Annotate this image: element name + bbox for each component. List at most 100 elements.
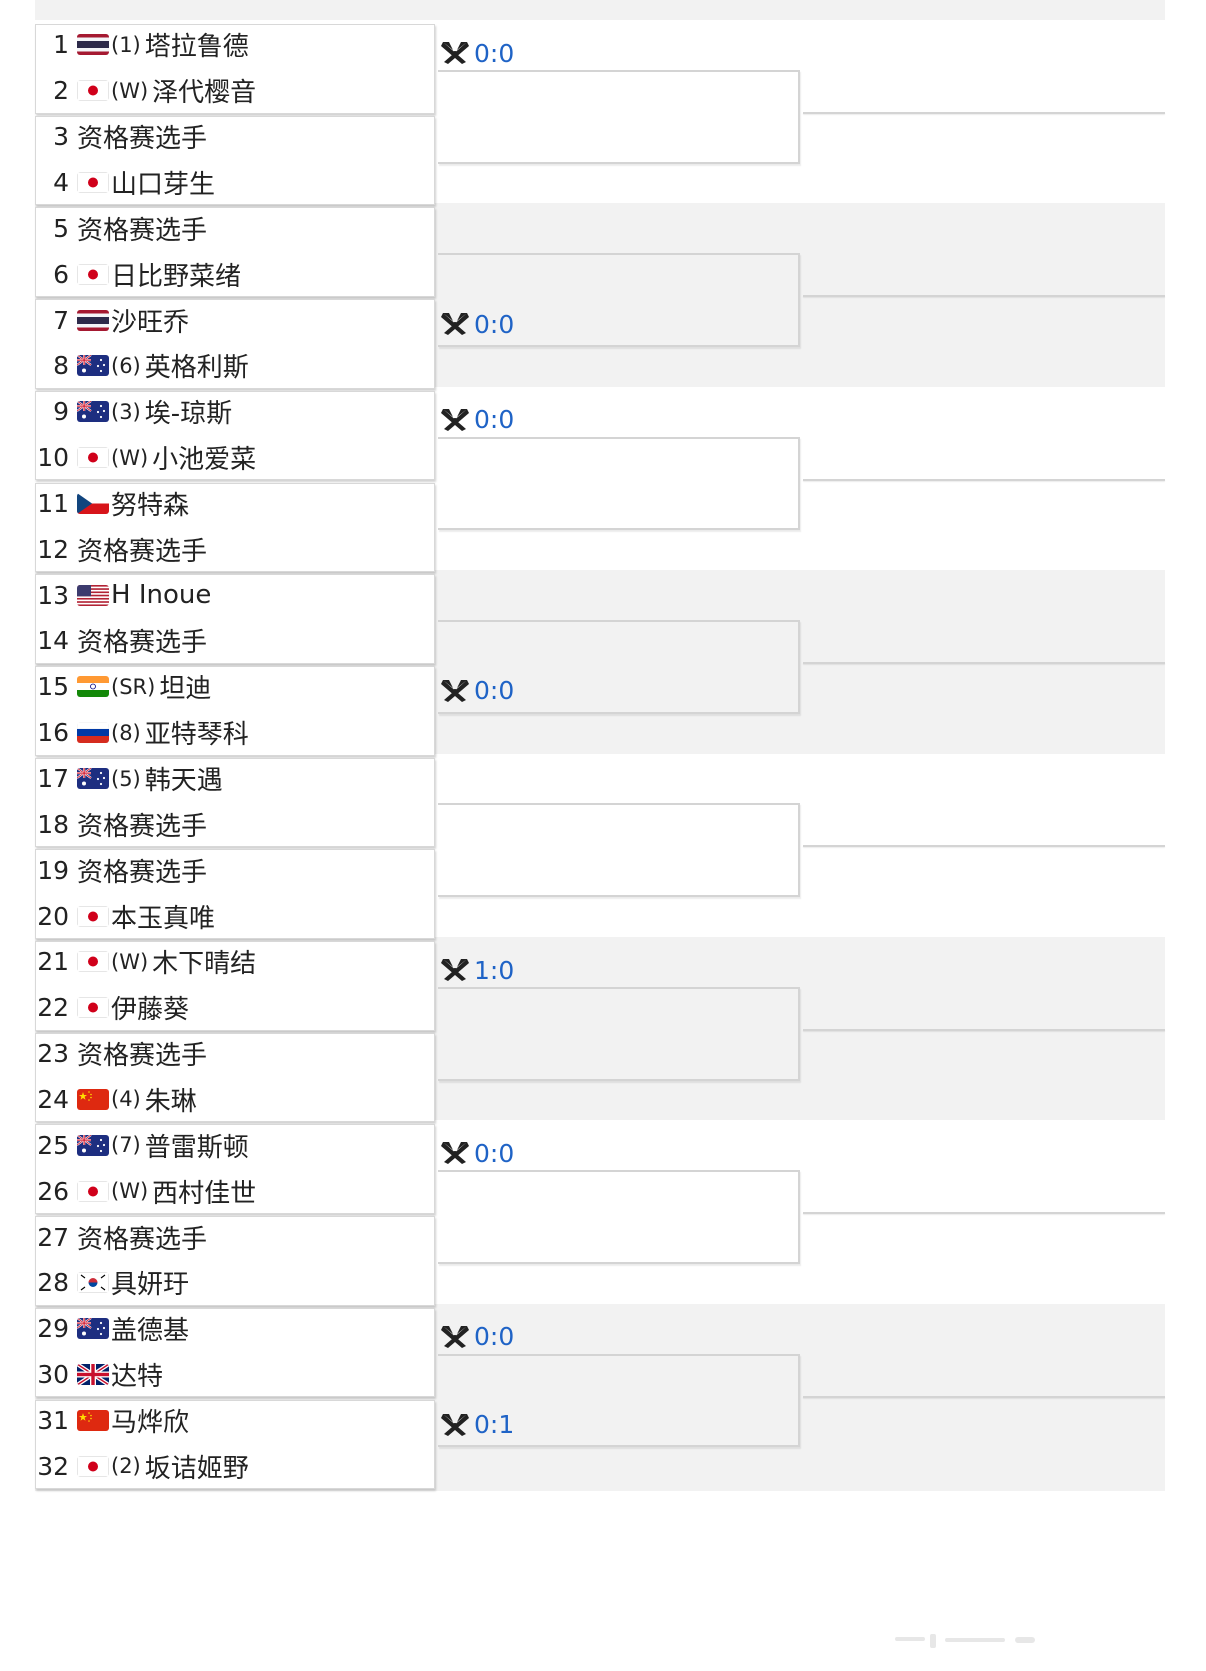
- seed-tag: (2): [111, 1454, 141, 1479]
- player-name[interactable]: 英格利斯: [144, 353, 249, 384]
- player-row[interactable]: 32(2)坂诘姬野: [35, 1443, 435, 1489]
- head-to-head-score: 0:0: [474, 405, 515, 435]
- australia-flag-icon: [77, 1318, 109, 1340]
- head-to-head-link[interactable]: 0:0: [440, 405, 514, 435]
- player-row[interactable]: 3 资格赛选手: [35, 114, 435, 160]
- draw-position-number: 3: [53, 122, 69, 152]
- japan-flag-icon: [77, 997, 109, 1019]
- player-name[interactable]: 资格赛选手: [77, 124, 208, 155]
- draw-position-number: 16: [37, 718, 69, 748]
- australia-flag-icon: [77, 1134, 109, 1156]
- player-row[interactable]: 10(W)小池爱菜: [35, 435, 435, 481]
- player-name[interactable]: 普雷斯顿: [144, 1132, 249, 1163]
- head-to-head-icon: [440, 311, 470, 337]
- player-row[interactable]: 25(7)普雷斯顿: [35, 1122, 435, 1168]
- player-row[interactable]: 16(8)亚特琴科: [35, 710, 435, 756]
- player-name[interactable]: 伊藤葵: [111, 995, 190, 1026]
- draw-position-number: 29: [37, 1314, 69, 1344]
- player-name[interactable]: 朱琳: [144, 1086, 197, 1117]
- player-row[interactable]: 7 沙旺乔: [35, 297, 435, 343]
- player-name[interactable]: 埃-琼斯: [144, 399, 233, 430]
- player-row[interactable]: 21(W)木下晴结: [35, 939, 435, 985]
- player-name[interactable]: H Inoue: [111, 580, 212, 611]
- player-row[interactable]: 8 (6)英格利斯: [35, 343, 435, 389]
- player-name[interactable]: 马烨欣: [111, 1407, 190, 1438]
- head-to-head-link[interactable]: 0:0: [440, 309, 514, 339]
- player-name[interactable]: 沙旺乔: [111, 307, 190, 338]
- draw-position-number: 15: [37, 672, 69, 702]
- head-to-head-link[interactable]: 0:0: [440, 676, 514, 706]
- player-name[interactable]: 资格赛选手: [77, 536, 208, 567]
- player-name[interactable]: 资格赛选手: [77, 1224, 208, 1255]
- head-to-head-link[interactable]: 1:0: [440, 955, 514, 985]
- player-row[interactable]: 2(W)泽代樱音: [35, 68, 435, 114]
- player-row[interactable]: 9(3)埃-琼斯: [35, 389, 435, 435]
- draw-position-number: 8: [53, 351, 69, 381]
- player-name[interactable]: 资格赛选手: [77, 811, 208, 842]
- seed-tag: (3): [111, 399, 141, 424]
- india-flag-icon: [77, 676, 109, 698]
- japan-flag-icon: [77, 80, 109, 102]
- player-name[interactable]: 西村佳世: [152, 1178, 257, 1209]
- player-name[interactable]: 达特: [111, 1362, 164, 1393]
- player-row[interactable]: 26(W)西村佳世: [35, 1168, 435, 1214]
- player-row[interactable]: 20 本玉真唯: [35, 893, 435, 939]
- player-name[interactable]: 资格赛选手: [77, 628, 208, 659]
- head-to-head-icon: [440, 1324, 470, 1350]
- seed-tag: (4): [111, 1087, 141, 1112]
- draw-position-number: 20: [37, 901, 69, 931]
- seed-tag: (7): [111, 1133, 141, 1158]
- head-to-head-link[interactable]: 0:0: [440, 1322, 514, 1352]
- head-to-head-link[interactable]: 0:0: [440, 1138, 514, 1168]
- player-name[interactable]: 资格赛选手: [77, 215, 208, 246]
- player-name[interactable]: 小池爱菜: [152, 445, 257, 476]
- player-row[interactable]: 24(4)朱琳: [35, 1077, 435, 1123]
- player-row[interactable]: 1(1)塔拉鲁德: [35, 22, 435, 68]
- player-row[interactable]: 17(5)韩天遇: [35, 756, 435, 802]
- russia-flag-icon: [77, 722, 109, 744]
- player-name[interactable]: 塔拉鲁德: [144, 32, 249, 63]
- japan-flag-icon: [77, 1180, 109, 1202]
- czech-flag-icon: [77, 492, 109, 514]
- player-row[interactable]: 29 盖德基: [35, 1306, 435, 1352]
- player-row[interactable]: 15(SR)坦迪: [35, 664, 435, 710]
- japan-flag-icon: [77, 171, 109, 193]
- player-name[interactable]: 盖德基: [111, 1316, 190, 1347]
- seed-tag: (6): [111, 353, 141, 378]
- head-to-head-link[interactable]: 0:0: [440, 38, 514, 68]
- seed-tag: (5): [111, 766, 141, 791]
- player-name[interactable]: 泽代樱音: [152, 78, 257, 109]
- player-name[interactable]: 努特森: [111, 490, 190, 521]
- seed-tag: (1): [111, 32, 141, 57]
- player-name[interactable]: 具妍玗: [111, 1270, 190, 1301]
- player-name[interactable]: 木下晴结: [152, 949, 257, 980]
- player-name[interactable]: 韩天遇: [144, 766, 223, 797]
- player-name[interactable]: 日比野菜绪: [111, 261, 242, 292]
- head-to-head-score: 0:1: [474, 1410, 515, 1439]
- player-name[interactable]: 坂诘姬野: [144, 1453, 249, 1484]
- player-name[interactable]: 资格赛选手: [77, 1041, 208, 1072]
- draw-position-number: 7: [53, 305, 69, 335]
- player-name[interactable]: 资格赛选手: [77, 857, 208, 888]
- thailand-flag-icon: [77, 309, 109, 331]
- player-name[interactable]: 亚特琴科: [144, 720, 249, 751]
- head-to-head-link[interactable]: 0:1: [440, 1410, 514, 1440]
- player-name[interactable]: 山口芽生: [111, 169, 216, 200]
- player-name[interactable]: 坦迪: [159, 674, 212, 705]
- player-name[interactable]: 本玉真唯: [111, 903, 216, 934]
